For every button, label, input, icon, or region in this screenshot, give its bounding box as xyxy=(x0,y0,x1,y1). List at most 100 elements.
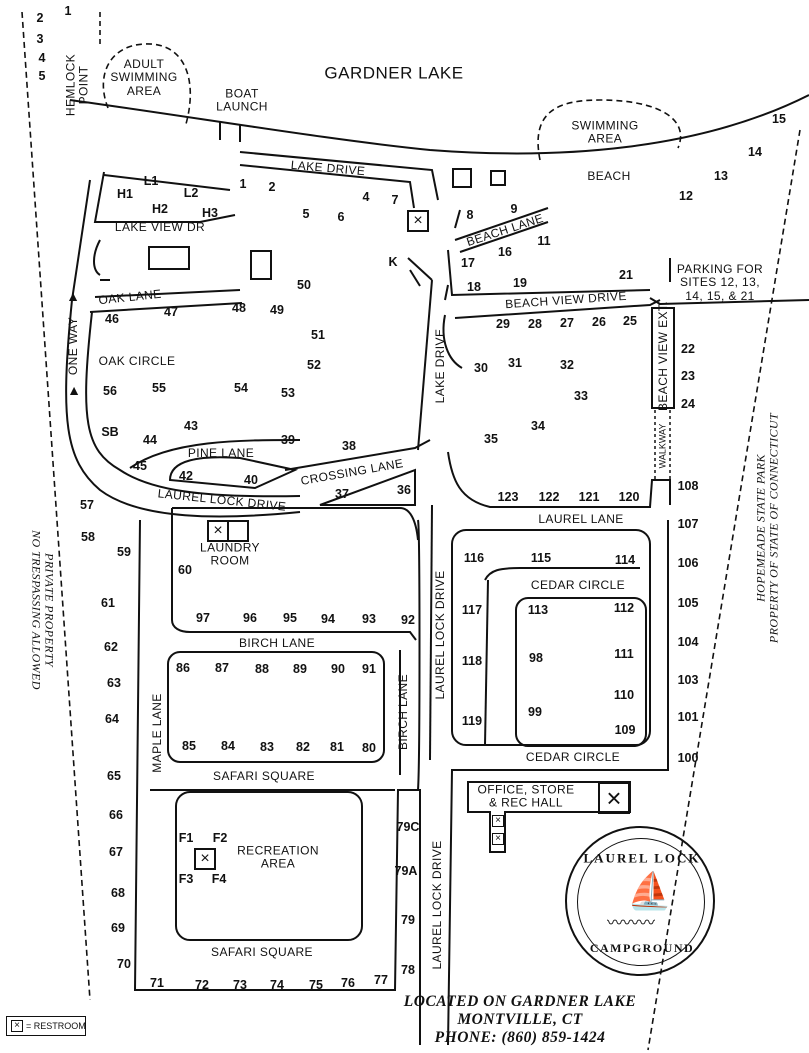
site-label: 28 xyxy=(528,316,542,331)
site-label: 53 xyxy=(281,385,295,400)
footer-block: LOCATED ON GARDNER LAKE MONTVILLE, CT PH… xyxy=(360,993,680,1046)
site-label: 85 xyxy=(182,738,196,753)
beach-view-ext-road xyxy=(651,307,675,409)
site-label: 115 xyxy=(530,550,552,565)
site-label: 64 xyxy=(105,711,119,726)
site-label: 62 xyxy=(104,639,118,654)
site-label: 4 xyxy=(362,189,370,204)
building-beach-1 xyxy=(452,168,472,188)
site-label: 99 xyxy=(528,704,542,719)
site-label: 50 xyxy=(297,277,311,292)
site-label: 22 xyxy=(681,341,695,356)
site-label: 57 xyxy=(80,497,94,512)
restroom-icon: × xyxy=(11,1020,23,1032)
site-label: 31 xyxy=(508,355,522,370)
site-label: 101 xyxy=(677,709,699,724)
site-label: 49 xyxy=(270,302,284,317)
site-label: 83 xyxy=(260,739,274,754)
lake-drive-vertical xyxy=(417,279,433,451)
site-label: 60 xyxy=(178,562,192,577)
site-label: 38 xyxy=(342,438,356,453)
site-label: 79 xyxy=(401,912,415,927)
boat-launch-label: BOAT LAUNCH xyxy=(216,86,268,114)
parking-label: PARKING FOR SITES 12, 13, 14, 15, & 21 xyxy=(676,261,764,303)
one-way-arrow: ▲ xyxy=(67,382,81,398)
site-label: 91 xyxy=(362,661,376,676)
site-label: 35 xyxy=(484,431,498,446)
site-label: 37 xyxy=(335,486,349,501)
site-label: 24 xyxy=(681,396,695,411)
site-label: 66 xyxy=(109,807,123,822)
site-label: 97 xyxy=(196,610,210,625)
road-pine-lane: PINE LANE xyxy=(187,446,255,460)
site-label: 56 xyxy=(103,383,117,398)
site-label: 1 xyxy=(64,3,72,18)
site-label: 17 xyxy=(461,255,475,270)
site-label: 89 xyxy=(293,661,307,676)
site-label: 108 xyxy=(677,478,699,493)
site-label: 7 xyxy=(391,192,399,207)
site-label: 79C xyxy=(396,819,420,834)
site-label: 122 xyxy=(538,489,560,504)
site-label: 98 xyxy=(529,650,543,665)
site-label: 25 xyxy=(623,313,637,328)
lake-drive-road xyxy=(239,151,439,201)
site-label: 26 xyxy=(592,314,606,329)
east-property-line xyxy=(647,129,801,1051)
site-label: 78 xyxy=(401,962,415,977)
laundry-label: LAUNDRY ROOM xyxy=(200,540,260,568)
site-label: 96 xyxy=(243,610,257,625)
restroom-icon: × xyxy=(194,848,216,870)
site-label: 104 xyxy=(677,634,699,649)
site-label: 65 xyxy=(107,768,121,783)
site-label: 100 xyxy=(677,750,699,765)
site-label: F3 xyxy=(178,871,194,886)
road-safari-square-bottom: SAFARI SQUARE xyxy=(211,945,313,959)
site-label: 47 xyxy=(164,304,178,319)
footer-line3: PHONE: (860) 859-1424 xyxy=(434,1028,606,1046)
site-label: 40 xyxy=(244,472,258,487)
site-label: 5 xyxy=(38,68,46,83)
one-way-label: ONE WAY xyxy=(66,316,80,376)
site-label: 88 xyxy=(255,661,269,676)
site-label: 58 xyxy=(81,529,95,544)
boat-launch-ramp xyxy=(219,122,241,142)
recreation-label: RECREATION AREA xyxy=(237,843,319,871)
road-laurel-lock-drive-mid: LAUREL LOCK DRIVE xyxy=(433,570,447,700)
site-label: 81 xyxy=(330,739,344,754)
state-park-label: HOPEMEADE STATE PARK PROPERTY OF STATE O… xyxy=(753,412,781,644)
site-label: 105 xyxy=(677,595,699,610)
beach-label: BEACH xyxy=(587,169,631,183)
road-lake-view-dr: LAKE VIEW DR xyxy=(114,220,206,234)
site-label: 63 xyxy=(107,675,121,690)
site-label: 55 xyxy=(152,380,166,395)
site-label: SB xyxy=(101,424,119,439)
site-label: 18 xyxy=(467,279,481,294)
site-label: F4 xyxy=(211,871,227,886)
site-label: 70 xyxy=(117,956,131,971)
west-property-line xyxy=(21,11,91,1001)
site-label: 111 xyxy=(614,646,634,661)
site-label: 69 xyxy=(111,920,125,935)
private-property-label: PRIVATE PROPERTY NO TRESPASSING ALLOWED xyxy=(29,530,57,690)
site-label: 74 xyxy=(270,977,284,992)
site-label: 77 xyxy=(374,972,388,987)
site-label: 15 xyxy=(772,111,786,126)
restroom-icon: × xyxy=(207,520,229,542)
site-label: 68 xyxy=(111,885,125,900)
road-laurel-lock-drive-south: LAUREL LOCK DRIVE xyxy=(430,840,444,970)
site-label: 120 xyxy=(618,489,640,504)
site-label: 73 xyxy=(233,977,247,992)
cedar-circle-block xyxy=(515,597,647,747)
site-label: 4 xyxy=(38,50,46,65)
site-label: 119 xyxy=(461,713,483,728)
site-label: 95 xyxy=(283,610,297,625)
birch-lane-block xyxy=(171,508,417,641)
site-label: 6 xyxy=(337,209,345,224)
recreation-block xyxy=(175,791,363,941)
site-label: H1 xyxy=(117,186,133,201)
site-label: 30 xyxy=(474,360,488,375)
road-maple-lane: MAPLE LANE xyxy=(150,693,164,773)
